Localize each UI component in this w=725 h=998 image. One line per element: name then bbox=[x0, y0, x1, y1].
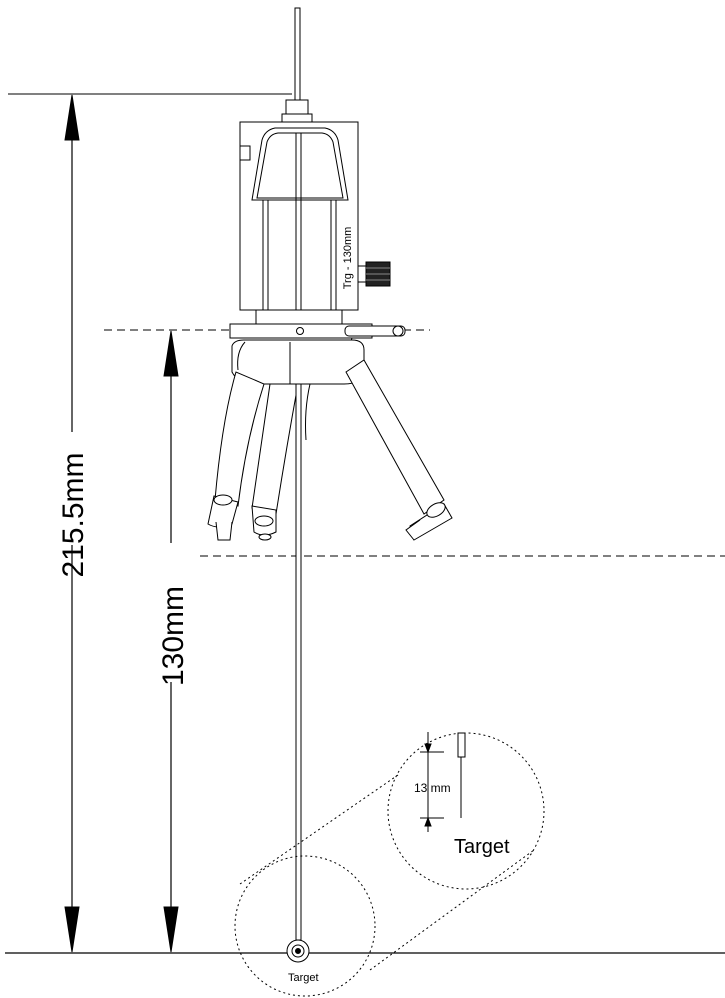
small-detail-circle bbox=[234, 855, 376, 997]
reference-lines bbox=[5, 93, 725, 954]
needle bbox=[286, 383, 310, 963]
arrowhead-up bbox=[163, 330, 179, 377]
arrowhead-down bbox=[64, 906, 80, 953]
dimension-overall-label: 215.5mm bbox=[57, 452, 90, 577]
needle-target-dot bbox=[295, 948, 301, 954]
dimension-lower-label: 130mm bbox=[157, 586, 190, 686]
tripod-legs bbox=[207, 359, 453, 541]
bottom-target-label: Target bbox=[288, 972, 319, 984]
detail-callout bbox=[234, 732, 545, 997]
detail-dimension bbox=[420, 732, 444, 832]
large-detail-circle bbox=[387, 732, 545, 890]
mount-plate bbox=[229, 323, 406, 351]
dimension-lower bbox=[163, 330, 179, 953]
detail-dimension-label: 13 mm bbox=[414, 781, 451, 795]
detail-needle bbox=[457, 732, 466, 818]
arrowhead-up bbox=[64, 94, 80, 141]
tripod-head bbox=[231, 339, 365, 385]
top-rod bbox=[281, 7, 313, 123]
device-body bbox=[239, 121, 359, 325]
arrowhead-down bbox=[163, 906, 179, 953]
device-rotated-label: Trg - 130mm bbox=[342, 227, 354, 290]
adjustment-knob bbox=[357, 261, 391, 287]
detail-target-label: Target bbox=[454, 836, 510, 858]
dimension-overall bbox=[64, 94, 80, 953]
